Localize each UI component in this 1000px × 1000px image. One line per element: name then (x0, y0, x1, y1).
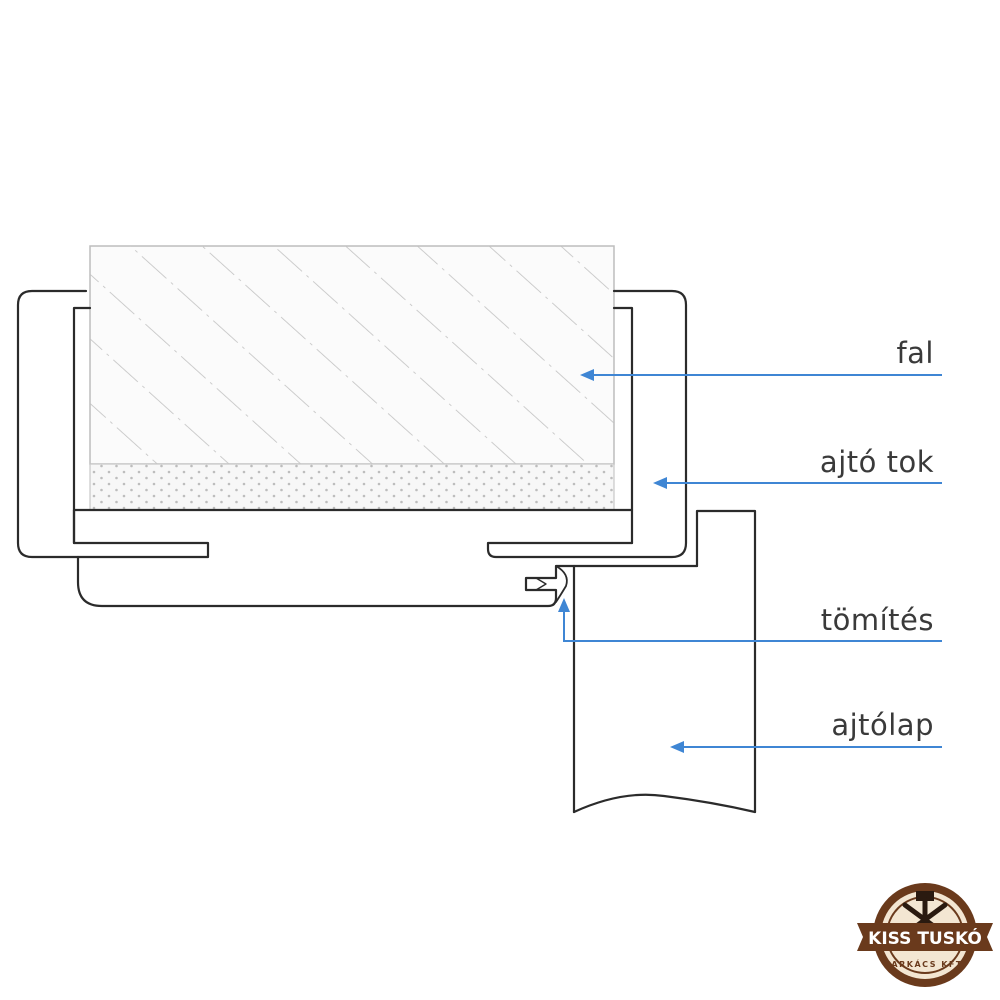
logo-banner (857, 923, 993, 951)
seal-profile (555, 565, 568, 603)
right-casing (486, 289, 688, 559)
company-logo: KISS TUSKÓ BARKÁCS KFT. (857, 883, 993, 987)
seal-lip (535, 577, 547, 591)
filler-layer (89, 463, 615, 511)
label-door-leaf: ajtólap (831, 708, 934, 742)
label-seal: tömítés (821, 603, 934, 637)
label-wall: fal (896, 336, 934, 370)
door-leaf-break (572, 793, 757, 814)
leader-seal (563, 608, 942, 642)
door-frame (16, 289, 757, 814)
labels: fal ajtó tok tömítés ajtólap (820, 336, 934, 742)
frame-rebate (76, 555, 699, 608)
frame-jamb (72, 306, 634, 512)
logo-tagline: BARKÁCS KFT. (884, 958, 966, 969)
left-casing (16, 289, 210, 559)
door-leaf (695, 509, 757, 814)
leader-lines (558, 369, 942, 753)
wall-section (89, 245, 615, 465)
label-frame: ajtó tok (820, 445, 934, 479)
logo-name: KISS TUSKÓ (868, 927, 982, 949)
